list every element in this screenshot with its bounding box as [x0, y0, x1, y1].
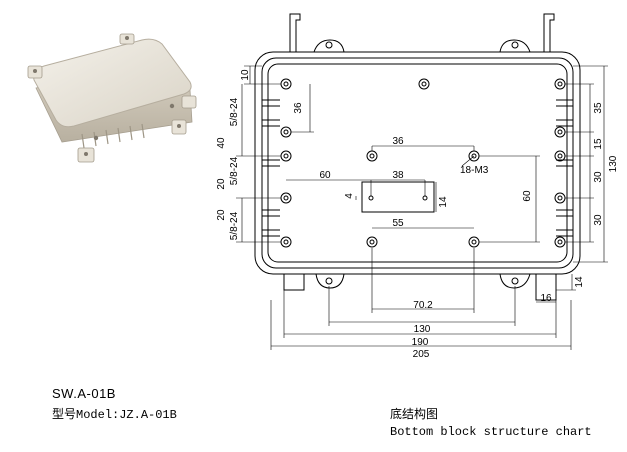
dim-inner-4: 4	[344, 193, 355, 199]
model-code: SW.A-01B	[52, 386, 116, 401]
dim-right-30a: 30	[593, 171, 604, 183]
dim-left-40: 40	[216, 137, 227, 149]
dim-left-20b: 20	[216, 209, 227, 221]
drawing-title-en: Bottom block structure chart	[390, 425, 592, 439]
dim-inner-55: 55	[392, 218, 404, 229]
dim-outer-width: 190	[412, 337, 429, 348]
dim-hole-span-x: 130	[414, 324, 431, 335]
model-label: 型号Model:JZ.A-01B	[52, 405, 177, 422]
dim-top-10: 10	[240, 69, 251, 81]
dim-inner-60-v: 60	[522, 190, 533, 202]
drawing-title-cn: 底结构图	[390, 407, 439, 421]
model-label-cn: 型号	[52, 408, 77, 422]
dim-right-30b: 30	[593, 214, 604, 226]
dim-slot-width: 70.2	[413, 300, 433, 311]
dim-right-15: 15	[593, 138, 604, 150]
dim-left-36: 36	[293, 102, 304, 114]
dim-tab-14: 14	[574, 276, 585, 288]
dim-inner-38: 38	[392, 170, 404, 181]
dim-left-20a: 20	[216, 178, 227, 190]
dim-right-35: 35	[593, 102, 604, 114]
enclosure-photo	[27, 33, 197, 163]
holes-callout: 18-M3	[460, 165, 489, 176]
dim-overall-width: 205	[413, 349, 430, 360]
dim-slot-spec-a: 5/8-24	[229, 97, 240, 126]
dim-slot-spec-c: 5/8-24	[229, 211, 240, 240]
dim-inner-14: 14	[438, 196, 449, 208]
hole-group	[280, 78, 566, 248]
dim-inner-36: 36	[392, 136, 404, 147]
model-label-en: Model:JZ.A-01B	[76, 408, 177, 422]
dim-slot-spec-b: 5/8-24	[229, 156, 240, 185]
dim-overall-height: 130	[608, 155, 619, 172]
dim-tab-16: 16	[540, 293, 552, 304]
dim-inner-60-h: 60	[319, 170, 331, 181]
